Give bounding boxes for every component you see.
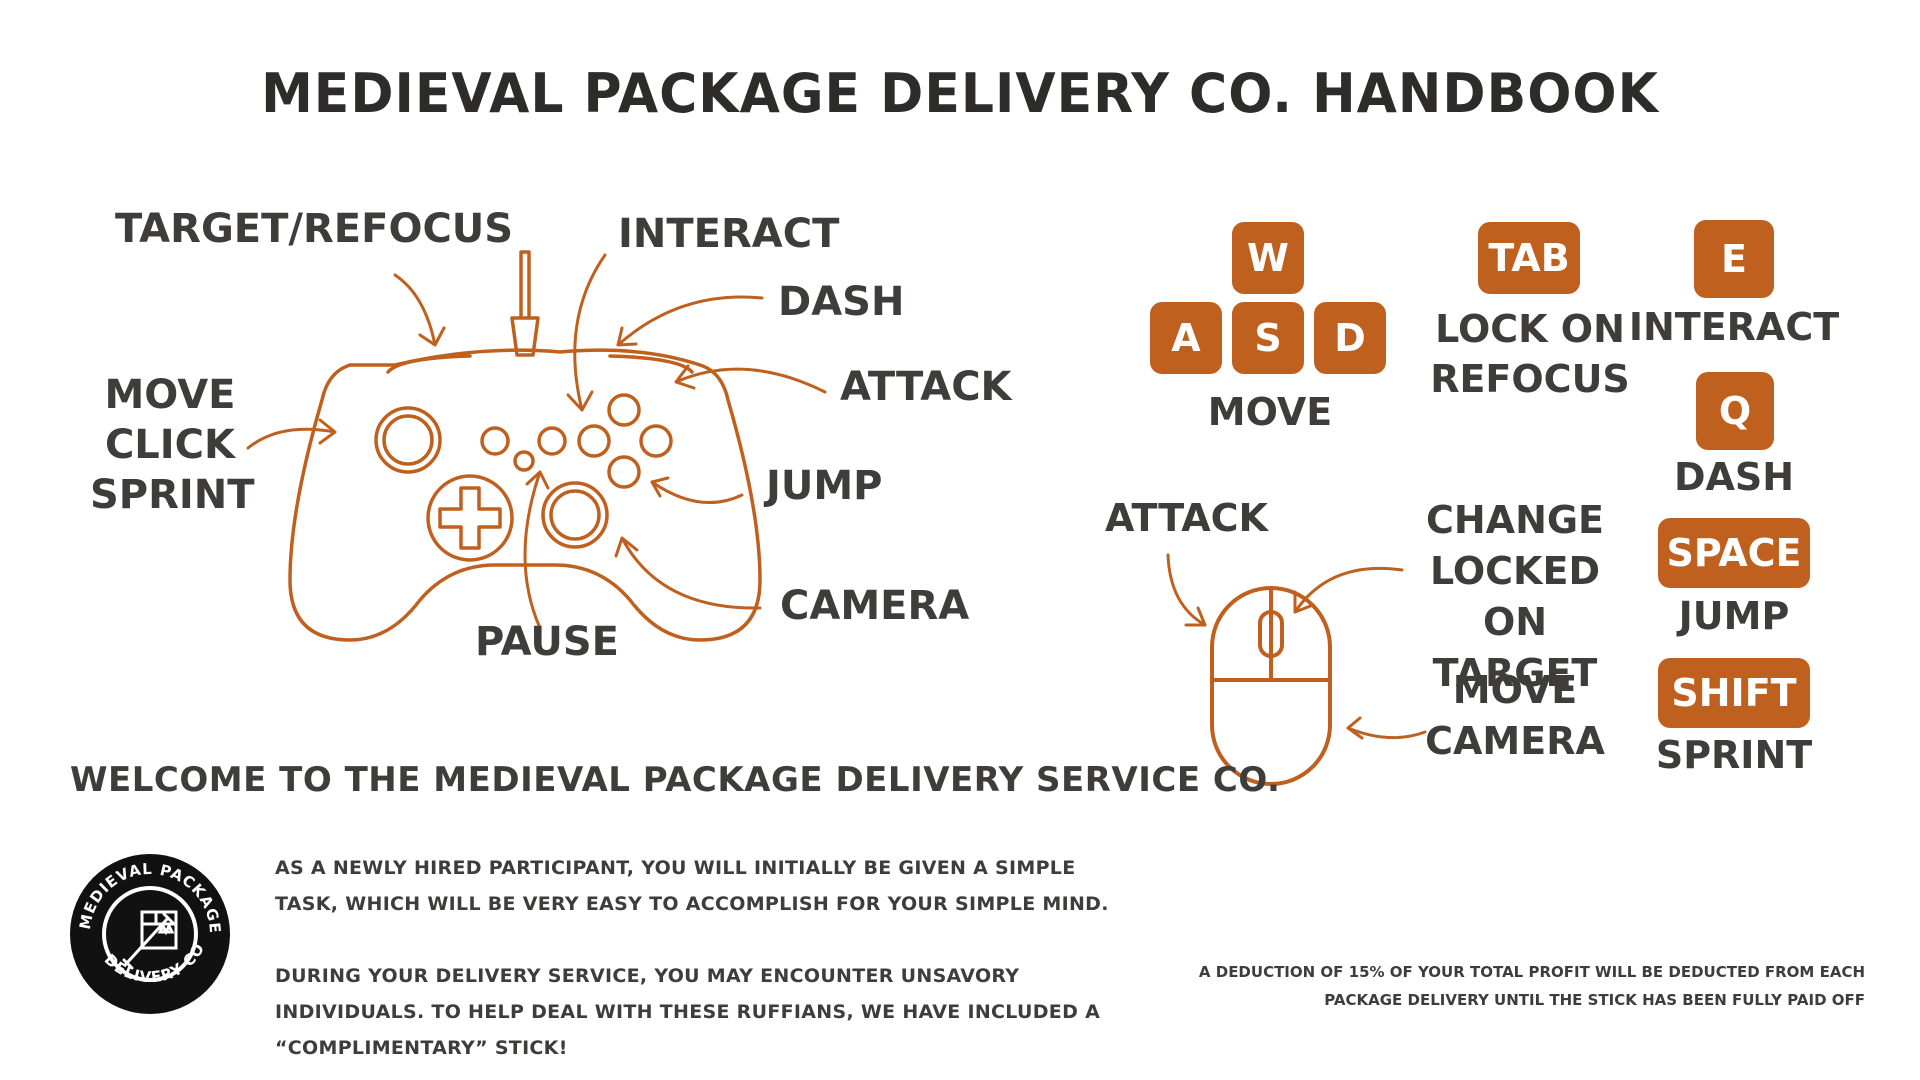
left-bumper [386, 354, 472, 374]
label-jump: JUMP [766, 463, 883, 509]
arrow-camera [614, 536, 762, 610]
start-button [537, 426, 567, 456]
pause-button [513, 450, 535, 472]
mouse-divider [1212, 586, 1330, 682]
label-mouse-attack: ATTACK [1105, 496, 1268, 540]
arrow-move [246, 418, 337, 450]
controller-cable [510, 250, 540, 357]
right-stick [541, 481, 609, 549]
key-d: D [1314, 302, 1386, 374]
company-logo: MEDIEVAL PACKAGE DELIVERY CO. [68, 852, 230, 1014]
deduction-note: A deduction of 15% of your total profit … [1198, 963, 1865, 1009]
controller-icon [288, 348, 762, 642]
label-key-interact: INTERACT [1628, 305, 1840, 349]
key-a: A [1150, 302, 1222, 374]
label-move-camera: MOVE CAMERA [1425, 668, 1605, 763]
key-tab: TAB [1478, 222, 1580, 294]
label-sprint: SPRINT [90, 472, 255, 518]
arrow-mouse-attack [1166, 553, 1207, 627]
face-button-left [577, 424, 611, 458]
label-key-move: MOVE [1207, 390, 1333, 434]
key-w: W [1232, 222, 1304, 294]
label-dash: DASH [778, 279, 905, 325]
mouse-scroll-wheel [1258, 610, 1284, 658]
stick-paragraph: During your delivery service, you may en… [275, 965, 1101, 1059]
arrow-dash [616, 295, 764, 347]
dpad-icon [438, 486, 502, 550]
label-move: MOVE [104, 372, 236, 418]
arrow-attack [674, 364, 827, 394]
label-lock-on-refocus: LOCK ON REFOCUS [1430, 307, 1630, 401]
label-click: CLICK [104, 422, 236, 468]
package-icon [140, 910, 178, 950]
crown-icon [157, 922, 175, 936]
label-attack: ATTACK [840, 364, 1012, 410]
label-key-dash: DASH [1673, 455, 1795, 499]
welcome-heading: WELCOME TO THE MEDIEVAL PACKAGE DELIVERY… [70, 760, 1281, 800]
page-title: MEDIEVAL PACKAGE DELIVERY CO. HANDBOOK [261, 62, 1659, 126]
key-q: Q [1696, 372, 1774, 450]
label-move-click-sprint: MOVE CLICK SPRINT [90, 370, 255, 520]
label-key-sprint: SPRINT [1655, 733, 1813, 777]
label-interact: INTERACT [618, 211, 840, 257]
left-stick [374, 406, 442, 474]
sword-icon [122, 912, 176, 970]
right-bumper [608, 354, 694, 374]
label-change-locked-on-target: CHANGE LOCKED ON TARGET [1425, 498, 1605, 695]
key-s: S [1232, 302, 1304, 374]
arrow-mouse-change [1293, 566, 1404, 614]
intro-paragraph: As a newly hired participant, you will i… [275, 857, 1109, 915]
arrow-pause [523, 470, 550, 630]
label-target-refocus: TARGET/REFOCUS [115, 206, 514, 252]
key-space: SPACE [1658, 518, 1810, 588]
label-key-jump: JUMP [1678, 594, 1790, 638]
face-button-right [639, 424, 673, 458]
face-button-top [607, 393, 641, 427]
dpad-ring [426, 474, 514, 562]
label-camera: CAMERA [780, 583, 970, 629]
key-e: E [1694, 220, 1774, 298]
arrow-jump [650, 476, 744, 505]
label-pause: PAUSE [475, 619, 619, 665]
arrow-interact [566, 253, 607, 412]
select-button [480, 426, 510, 456]
arrow-mouse-camera [1346, 716, 1427, 740]
key-shift: SHIFT [1658, 658, 1810, 728]
arrow-target [393, 273, 446, 347]
face-button-bottom [607, 455, 641, 489]
